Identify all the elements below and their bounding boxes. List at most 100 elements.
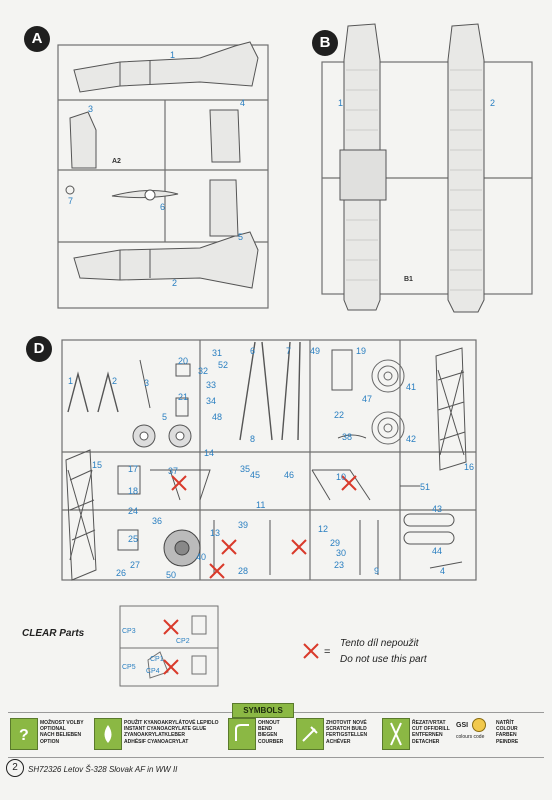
part-d-31: 31 — [212, 348, 223, 358]
part-d-16: 16 — [464, 462, 475, 472]
part-d-26: 26 — [116, 568, 127, 578]
clear-part-cp2: CP2 — [176, 638, 190, 645]
sprue-a-code: A2 — [112, 158, 121, 165]
part-a-1: 1 — [170, 50, 176, 60]
section-d-badge: D — [26, 336, 52, 362]
glue-drop-icon — [94, 718, 122, 750]
part-d-18: 18 — [128, 486, 139, 496]
bend-icon — [228, 718, 256, 750]
fuselage-frame-left — [65, 449, 97, 581]
clear-part-cp5: CP5 — [122, 664, 136, 671]
part-d-32: 32 — [198, 366, 209, 376]
part-d-25: 25 — [128, 534, 139, 544]
part-d-44: 44 — [432, 546, 443, 556]
part-d-3: 3 — [144, 378, 150, 388]
part-d-7: 7 — [286, 346, 292, 356]
part-d-30: 30 — [336, 548, 347, 558]
colour-code-mark: GSI — [456, 722, 469, 729]
part-b-1: 1 — [338, 98, 344, 108]
part-d-47: 47 — [362, 394, 373, 404]
struts-parts — [67, 341, 301, 441]
fuselage-frame-right — [435, 347, 467, 471]
part-d-4: 4 — [440, 566, 446, 576]
part-d-5: 5 — [162, 412, 168, 422]
clear-part-cp3: CP3 — [122, 628, 136, 635]
part-d-12: 12 — [318, 524, 329, 534]
legend-equals: = — [324, 646, 331, 658]
part-d-24: 24 — [128, 506, 139, 516]
fuselage-half-top — [73, 41, 259, 93]
part-d-45: 45 — [250, 470, 261, 480]
part-d-13: 13 — [210, 528, 221, 538]
part-d-23: 23 — [334, 560, 345, 570]
part-d-52: 52 — [218, 360, 229, 370]
legend-english: Do not use this part — [340, 654, 427, 665]
colour-code-label: colours code — [456, 734, 485, 740]
part-d-15: 15 — [92, 460, 103, 470]
elevator-bottom — [209, 179, 239, 237]
part-d-28: 28 — [238, 566, 249, 576]
part-d-36: 36 — [152, 516, 163, 526]
rudder-part — [69, 111, 97, 169]
clear-parts-crosses — [163, 619, 179, 675]
wheels — [132, 424, 192, 448]
sprue-b-code: B1 — [404, 276, 413, 283]
part-d-17: 17 — [128, 464, 139, 474]
paint-icon — [472, 718, 486, 732]
legend-czech: Tento díl nepoužit — [340, 638, 419, 649]
part-d-41: 41 — [406, 382, 417, 392]
part-d-51: 51 — [420, 482, 431, 492]
section-a-badge: A — [24, 26, 50, 52]
part-d-21: 21 — [178, 392, 189, 402]
question-icon: ? — [10, 718, 38, 750]
page-number: 2 — [6, 759, 24, 777]
clear-part-cp4: CP4 — [146, 668, 160, 675]
unused-part-crosses — [171, 475, 357, 579]
section-b-badge: B — [312, 30, 338, 56]
legend-cross-icon — [303, 643, 319, 659]
part-d-6: 6 — [250, 346, 256, 356]
part-a-6: 6 — [160, 202, 166, 212]
engine-rings — [371, 359, 405, 445]
part-d-42: 42 — [406, 434, 417, 444]
part-d-1: 1 — [68, 376, 74, 386]
part-d-48: 48 — [212, 412, 223, 422]
part-a-3: 3 — [88, 104, 94, 114]
sprue-a-frame — [57, 44, 269, 309]
clear-parts-title: CLEAR Parts — [22, 628, 85, 639]
fuselage-half-bottom — [73, 231, 259, 289]
part-d-20: 20 — [178, 356, 189, 366]
elevator-top — [209, 109, 241, 163]
wing-upper — [447, 23, 485, 313]
part-d-43: 43 — [432, 504, 443, 514]
build-icon — [296, 718, 324, 750]
symbols-title: SYMBOLS — [232, 703, 294, 718]
part-d-10: 10 — [336, 472, 347, 482]
part-d-46: 46 — [284, 470, 295, 480]
part-d-19: 19 — [356, 346, 367, 356]
part-a-5: 5 — [238, 232, 244, 242]
part-d-22: 22 — [334, 410, 345, 420]
part-d-8: 8 — [250, 434, 256, 444]
part-d-9: 9 — [374, 566, 380, 576]
part-d-50: 50 — [166, 570, 177, 580]
footer-title: SH72326 Letov Š-328 Slovak AF in WW II — [28, 765, 178, 774]
part-b-2: 2 — [490, 98, 496, 108]
part-d-11: 11 — [256, 500, 266, 510]
clear-parts-frame — [119, 605, 219, 687]
wing-ribs — [346, 69, 482, 291]
hub-part — [65, 185, 75, 195]
part-a-4: 4 — [240, 98, 246, 108]
